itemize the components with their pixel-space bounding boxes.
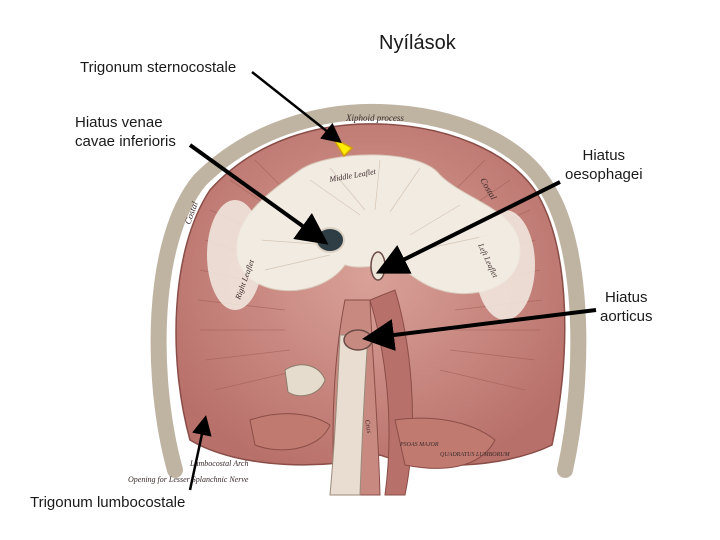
quadratus-label: QUADRATUS LUMBORUM [440, 452, 511, 458]
page-title: Nyílások [379, 34, 456, 53]
aortic-opening [344, 330, 372, 350]
psoas-major-label: PSOAS MAJOR [399, 442, 439, 448]
label-hiatus-venae-cavae: Hiatus venae cavae inferioris [75, 113, 176, 151]
lesser-splanchnic-label: Opening for Lesser Splanchnic Nerve [128, 475, 249, 484]
lumbocostal-arch-label: Lumbocostal Arch [189, 459, 248, 468]
label-hiatus-oesophagei: Hiatus oesophagei [565, 146, 643, 184]
label-trigonum-sternocostale: Trigonum sternocostale [80, 58, 236, 77]
label-trigonum-lumbocostale: Trigonum lumbocostale [30, 493, 185, 512]
label-hiatus-aorticus: Hiatus aorticus [600, 288, 653, 326]
left-tendon-patch [475, 210, 535, 320]
oesophageal-opening [371, 252, 385, 280]
xiphoid-label: Xiphoid process [345, 113, 404, 123]
